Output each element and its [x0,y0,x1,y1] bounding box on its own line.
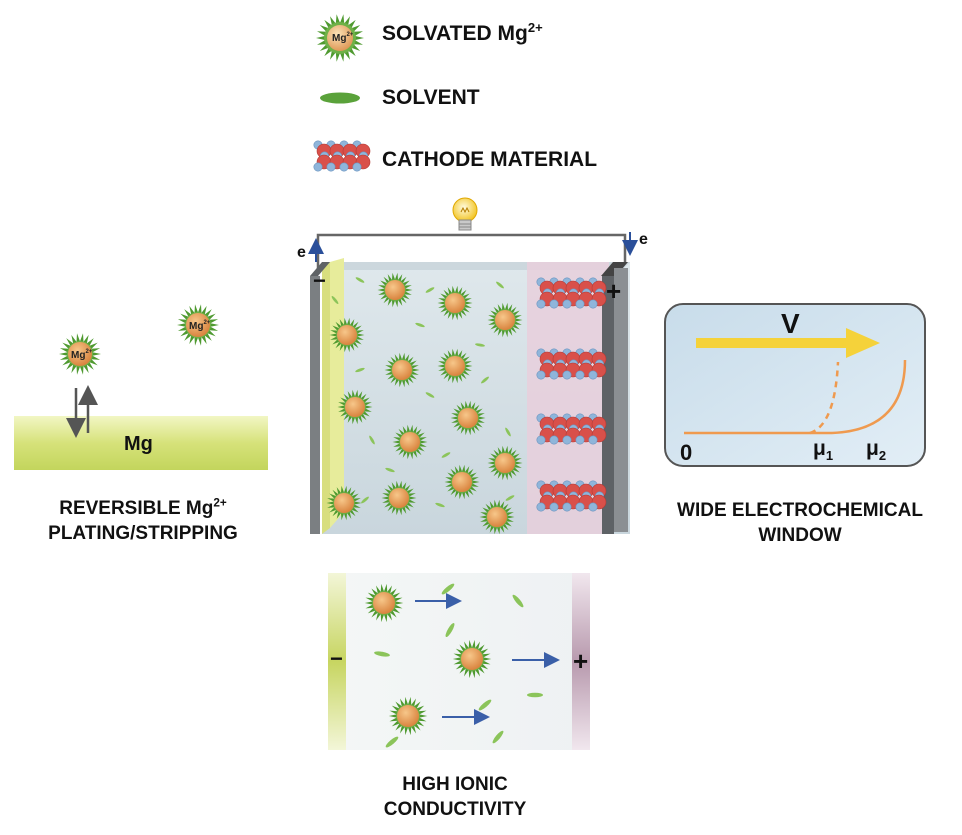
cell-ion-13 [381,480,417,516]
electron-label-right: e [639,231,648,248]
cell-solvent-8 [369,435,375,445]
conductivity-anode [328,573,346,750]
cell-ion-12 [326,485,362,521]
legend-solvated-ion-icon [316,14,364,62]
origin-label: 0 [680,440,693,465]
cond-ion-2 [452,639,492,679]
legend-solvated-label: SOLVATED Mg2+ [382,20,543,45]
legend-cathode-label: CATHODE MATERIAL [382,148,598,171]
anode-region [330,258,344,528]
cell-solvent-16 [475,343,485,347]
cond-ion-1 [364,583,404,623]
cell-solvent-11 [505,427,511,437]
conductivity-cathode-sign: + [573,646,589,676]
voltage-label: V [781,308,800,339]
cell-ion-4 [487,302,523,338]
window-caption: WIDE ELECTROCHEMICAL WINDOW [677,500,923,546]
cathode-current-collector [602,276,614,534]
plating-solvated-ions: Mg2+ Mg2+ [59,304,219,375]
cell-cathode-layer-2 [536,348,607,380]
mu1-label: μ1 [813,437,834,464]
cell-solvent-3 [496,281,504,289]
cell-ion-5 [384,352,420,388]
cell-solvent-10 [385,467,395,473]
cond-solvent-4 [445,622,455,638]
cell-cathode-layer-1 [536,277,607,309]
cond-solvent-8 [492,730,504,744]
cell-solvent-molecules [331,277,515,508]
mg-electrode [14,416,268,470]
legend-cathode-material-icon [313,140,371,172]
cell-solvent-14 [505,495,515,501]
cell-solvent-6 [425,392,435,398]
cell-solvent-1 [355,277,365,283]
cell-solvent-12 [361,496,369,504]
anode-sign: − [313,268,326,293]
plating-ion-1 [59,333,101,375]
plating-ion-2 [177,304,219,346]
cell-solvated-ions [326,272,523,535]
cell-ion-1 [377,272,413,308]
cell-solvent-13 [435,502,445,508]
cond-solvent-1 [441,583,455,595]
cond-solvent-5 [527,692,543,698]
cell-ion-10 [487,445,523,481]
conductivity-solvated-ions [364,583,492,736]
electron-label-left: e [297,244,306,261]
cell-ion-3 [329,317,365,353]
cell-solvent-2 [425,287,435,293]
cell-cathode-layer-3 [536,413,607,445]
legend-cathode-lattice [313,140,371,172]
mu1-dashed-curve [809,361,840,435]
cond-solvent-3 [374,651,390,657]
cond-solvent-6 [478,699,492,711]
cell-cathode-layers [536,277,607,512]
cond-solvent-7 [385,736,399,748]
cell-ion-8 [450,400,486,436]
cell-ion-11 [444,464,480,500]
conductivity-anode-sign: − [330,646,343,671]
cond-ion-3 [388,696,428,736]
legend-solvent-icon [320,92,360,104]
anode-current-collector [310,276,320,534]
cell-ion-6 [437,348,473,384]
mg-electrode-label: Mg [124,433,153,455]
conductivity-cathode [572,573,590,750]
cell-solvent-7 [481,376,489,384]
light-bulb-icon [452,197,478,231]
cell-cathode-layer-4 [536,480,607,512]
conductivity-solvent-molecules [374,583,543,748]
cell-ion-2 [437,285,473,321]
plating-caption: REVERSIBLE Mg2+ PLATING/STRIPPING [48,496,238,544]
legend-ion-badge: Mg2+ [332,32,354,44]
plating-ion-badge-2: Mg2+ [189,320,211,332]
cathode-sign: + [606,276,622,306]
conductivity-caption: HIGH IONIC CONDUCTIVITY [383,774,527,820]
cell-ion-9 [392,424,428,460]
cell-ion-7 [337,389,373,425]
cell-ion-14 [479,499,515,535]
cell-solvent-9 [441,452,451,458]
legend-solvent-label: SOLVENT [382,86,480,109]
cond-solvent-2 [512,594,524,608]
plating-ion-badge-1: Mg2+ [71,349,93,361]
cell-solvent-15 [331,296,339,304]
cell-solvent-5 [355,367,365,373]
mu2-curve [831,359,907,435]
mu2-label: μ2 [866,437,887,464]
voltage-arrow-icon [696,328,880,358]
cell-solvent-4 [415,322,425,328]
